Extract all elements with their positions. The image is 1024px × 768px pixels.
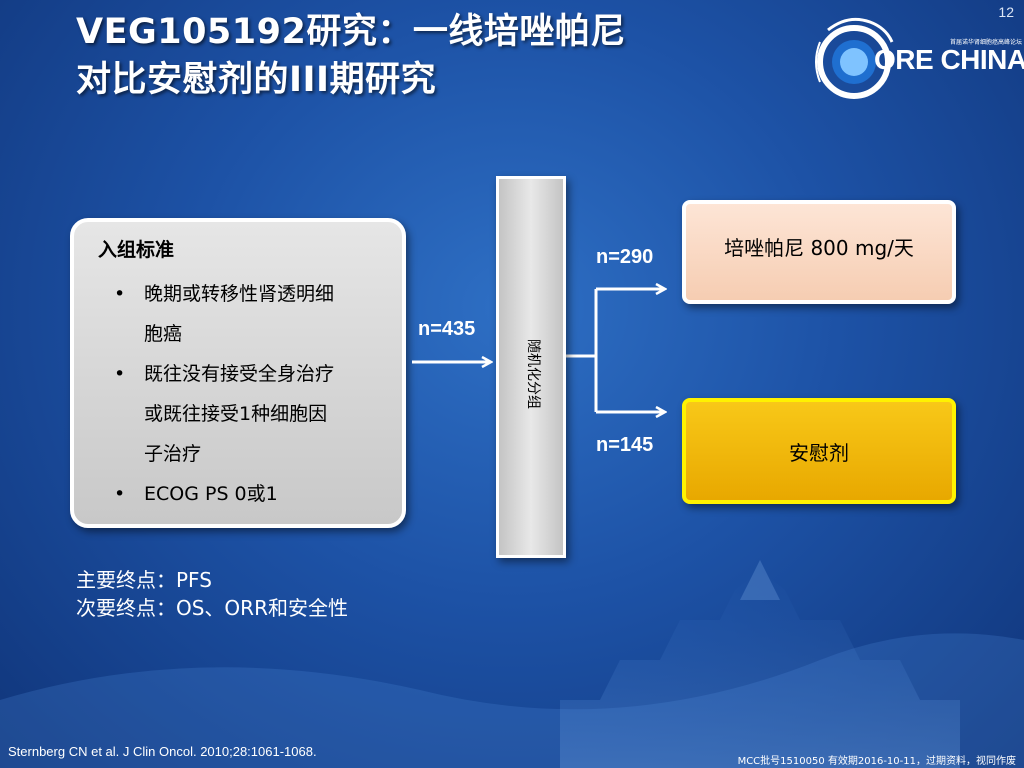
- bullet-icon: •: [114, 363, 126, 385]
- primary-endpoint: 主要终点：PFS: [76, 568, 212, 592]
- approval-number: MCC批号1510050 有效期2016-10-11，过期资料，视同作废: [737, 756, 1016, 767]
- criteria-item-line: 既往没有接受全身治疗: [144, 363, 335, 385]
- inclusion-criteria-box: 入组标准 • 晚期或转移性肾透明细 胞癌 • 既往没有接受全身治疗 或既往接受1…: [70, 218, 406, 528]
- placebo-arm-box: 安慰剂: [682, 398, 956, 504]
- criteria-item-line: 子治疗: [144, 443, 202, 465]
- slide-title-line-2: 对比安慰剂的III期研究: [76, 60, 437, 100]
- criteria-item: • 既往没有接受全身治疗 或既往接受1种细胞因 子治疗: [114, 354, 394, 474]
- secondary-endpoint: 次要终点：OS、ORR和安全性: [76, 596, 348, 620]
- inclusion-criteria-title: 入组标准: [98, 239, 175, 261]
- criteria-item-line: 胞癌: [144, 323, 183, 345]
- criteria-item-line: ECOG PS 0或1: [144, 483, 278, 505]
- n-total-label: n=435: [418, 318, 476, 340]
- branch-connector: [566, 289, 598, 412]
- criteria-item-line: 或既往接受1种细胞因: [144, 403, 328, 425]
- reference-citation: Sternberg CN et al. J Clin Oncol. 2010;2…: [8, 744, 317, 759]
- logo-subtitle: 首届诺华肾细胞癌高峰论坛: [950, 39, 1023, 46]
- page-number: 12: [998, 4, 1014, 20]
- pazopanib-n-label: n=290: [596, 246, 654, 268]
- bullet-icon: •: [114, 483, 126, 505]
- endpoints: 主要终点：PFS 次要终点：OS、ORR和安全性: [76, 566, 348, 622]
- criteria-item: • ECOG PS 0或1: [114, 474, 394, 514]
- randomization-label: 随机化分组: [525, 339, 541, 409]
- randomization-box: [496, 176, 566, 558]
- criteria-item-line: 晚期或转移性肾透明细: [144, 283, 335, 305]
- pazopanib-arm-label: 培唑帕尼 800 mg/天: [724, 235, 914, 260]
- slide-title: VEG105192研究：一线培唑帕尼 对比安慰剂的III期研究: [76, 8, 776, 104]
- dragon-logo-icon: [815, 17, 894, 99]
- placebo-arm-label: 安慰剂: [789, 440, 849, 465]
- placebo-n-label: n=145: [596, 434, 654, 456]
- bullet-icon: •: [114, 283, 126, 305]
- pazopanib-arm-box: 培唑帕尼 800 mg/天: [682, 200, 956, 304]
- inclusion-criteria-list: • 晚期或转移性肾透明细 胞癌 • 既往没有接受全身治疗 或既往接受1种细胞因 …: [114, 274, 394, 514]
- slide-title-line-1: VEG105192研究：一线培唑帕尼: [76, 12, 626, 52]
- logo-text: ORE CHINA: [874, 44, 1024, 75]
- criteria-item: • 晚期或转移性肾透明细 胞癌: [114, 274, 394, 354]
